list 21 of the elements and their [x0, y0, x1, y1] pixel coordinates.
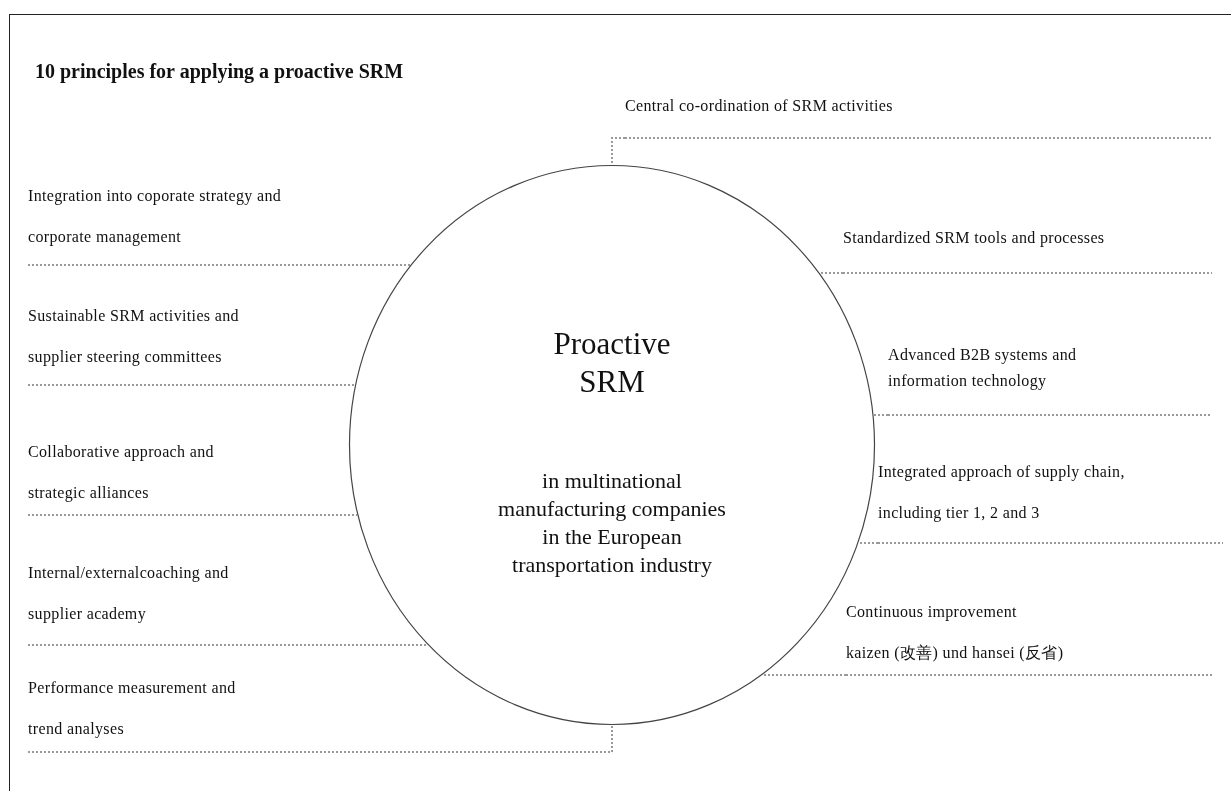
dotted-line	[27, 724, 613, 753]
principle-text: Integration into coporate strategy and corporate management	[28, 175, 358, 265]
principle-text: Continuous improvement kaizen (改善) und hansei (反省)	[846, 591, 1212, 675]
circle-title: Proactive SRM	[552, 325, 672, 401]
dotted-line	[611, 137, 1213, 166]
dotted-line	[857, 542, 1224, 544]
principle-text: Integrated approach of supply chain, including tier 1, 2 and 3	[878, 451, 1223, 543]
circle-subtitle: in multinational manufacturing companies in the European transportation industry	[497, 467, 727, 579]
dotted-line	[27, 264, 412, 266]
principle-text: Internal/externalcoaching and supplier academy	[28, 552, 308, 645]
dotted-line	[761, 674, 1213, 676]
principle-text: Advanced B2B systems and information technology	[888, 342, 1212, 415]
principle-text: Collaborative approach and strategic alliances	[28, 431, 298, 515]
principle-text: Performance measurement and trend analyses	[28, 667, 318, 752]
principle-text: Sustainable SRM activities and supplier steering committees	[28, 295, 318, 385]
principle-text: Standardized SRM tools and processes	[843, 217, 1212, 273]
dotted-line	[27, 384, 357, 386]
diagram-title: 10 principles for applying a proactive SRM	[35, 60, 404, 83]
dotted-line	[872, 414, 1213, 416]
principle-text: Central co-ordination of SRM activities	[625, 85, 1212, 138]
dotted-line	[27, 644, 429, 646]
